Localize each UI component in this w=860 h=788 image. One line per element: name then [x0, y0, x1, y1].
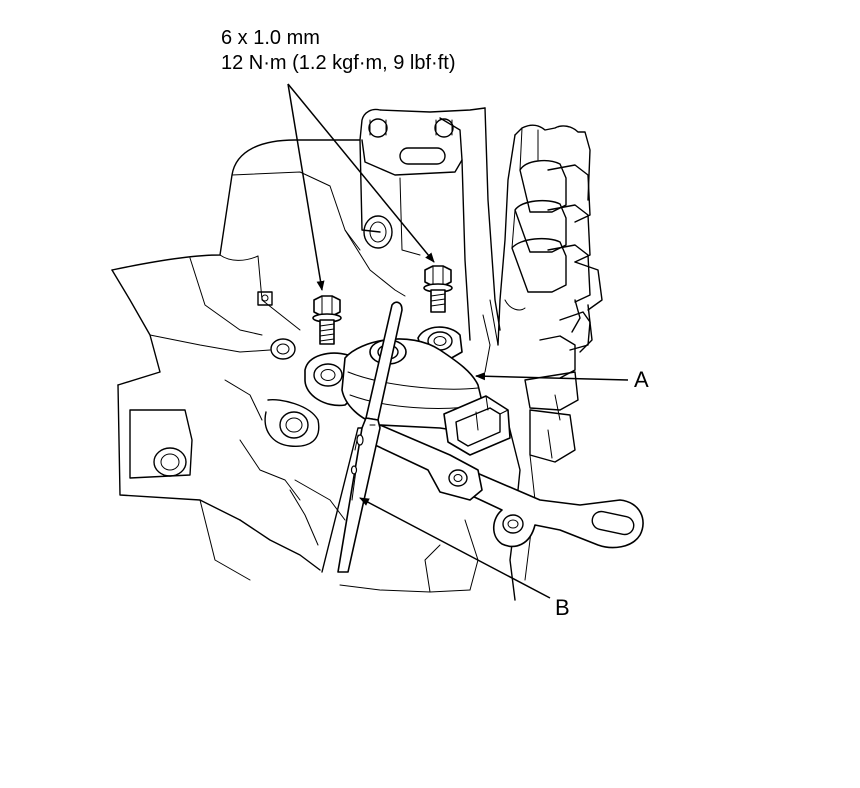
- leader-lines: [287, 83, 629, 599]
- leader-to-left-bolt: [287, 83, 325, 291]
- mounting-bracket: [374, 424, 644, 549]
- bolt-left: [312, 295, 342, 345]
- transmission-housing: [111, 107, 603, 601]
- range-sensor: [304, 326, 511, 456]
- leader-to-a: [475, 372, 629, 381]
- bolt-right: [423, 265, 453, 313]
- callout-b-label: B: [555, 595, 570, 620]
- callout-a-label: A: [634, 367, 649, 392]
- leader-to-b: [359, 497, 551, 599]
- bolt-torque-label: 12 N·m (1.2 kgf·m, 9 lbf·ft): [221, 52, 456, 74]
- leader-to-right-bolt: [287, 83, 435, 263]
- bolt-size-label: 6 x 1.0 mm: [221, 27, 320, 49]
- special-tool: [321, 301, 403, 573]
